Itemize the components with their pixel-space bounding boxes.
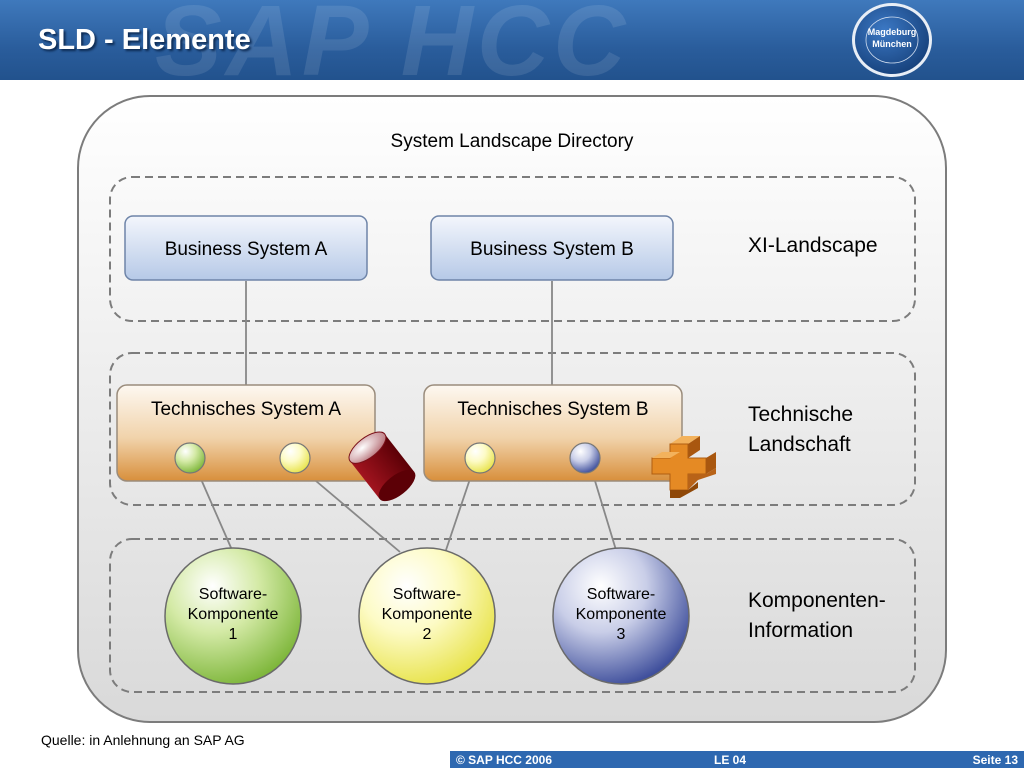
business-system-b: [430, 215, 674, 281]
footer-page-number: Seite 13: [972, 753, 1018, 767]
software-component-1: [164, 547, 302, 685]
software-component-3: [552, 547, 690, 685]
port-yellow-tsa: [279, 442, 311, 474]
header-watermark: SAP HCC: [155, 0, 630, 80]
component-information-label: Komponenten- Information: [748, 589, 886, 642]
seal-line-2: München: [872, 39, 912, 49]
port-blue-tsb: [569, 442, 601, 474]
business-system-a-label: Business System A: [164, 239, 328, 260]
technical-system-b-label: Technisches System B: [457, 399, 649, 420]
technical-landscape-label: Technische Landschaft: [748, 403, 854, 456]
slide-header: SAP HCC SLD - Elemente Magdeburg München: [0, 0, 1024, 80]
footer-bar: © SAP HCC 2006 LE 04 Seite 13: [450, 751, 1024, 768]
connector-tsa-sc1: [196, 469, 233, 551]
business-system-b-label: Business System B: [470, 239, 634, 260]
software-component-3-label: Software- Komponente 3: [575, 586, 667, 643]
software-component-2: [358, 547, 496, 685]
xi-landscape-layer: [109, 176, 916, 322]
slide-title: SLD - Elemente: [38, 24, 251, 56]
connector-tsb-sc2: [445, 472, 473, 551]
technical-system-a-label: Technisches System A: [150, 399, 342, 420]
technical-landscape-layer: [109, 352, 916, 506]
diagram-title: System Landscape Directory: [390, 131, 634, 152]
connector-tsb-sc3: [591, 470, 617, 551]
connector-tsa-sc2: [302, 469, 401, 553]
seal-line-1: Magdeburg: [868, 27, 917, 37]
orange-cross-icon: [651, 436, 716, 498]
port-yellow-tsb: [464, 442, 496, 474]
business-system-a: [124, 215, 368, 281]
component-information-layer: [109, 538, 916, 693]
software-component-2-label: Software- Komponente 2: [381, 586, 473, 643]
footer-lecture: LE 04: [714, 753, 747, 767]
xi-landscape-label: XI-Landscape: [748, 234, 878, 257]
database-cylinder-icon: [348, 431, 416, 502]
source-note: Quelle: in Anlehnung an SAP AG: [41, 732, 245, 748]
hcc-seal-logo: Magdeburg München: [852, 3, 932, 77]
footer-copyright: © SAP HCC 2006: [456, 753, 552, 767]
port-green-tsa: [174, 442, 206, 474]
software-component-1-label: Software- Komponente 1: [187, 586, 279, 643]
